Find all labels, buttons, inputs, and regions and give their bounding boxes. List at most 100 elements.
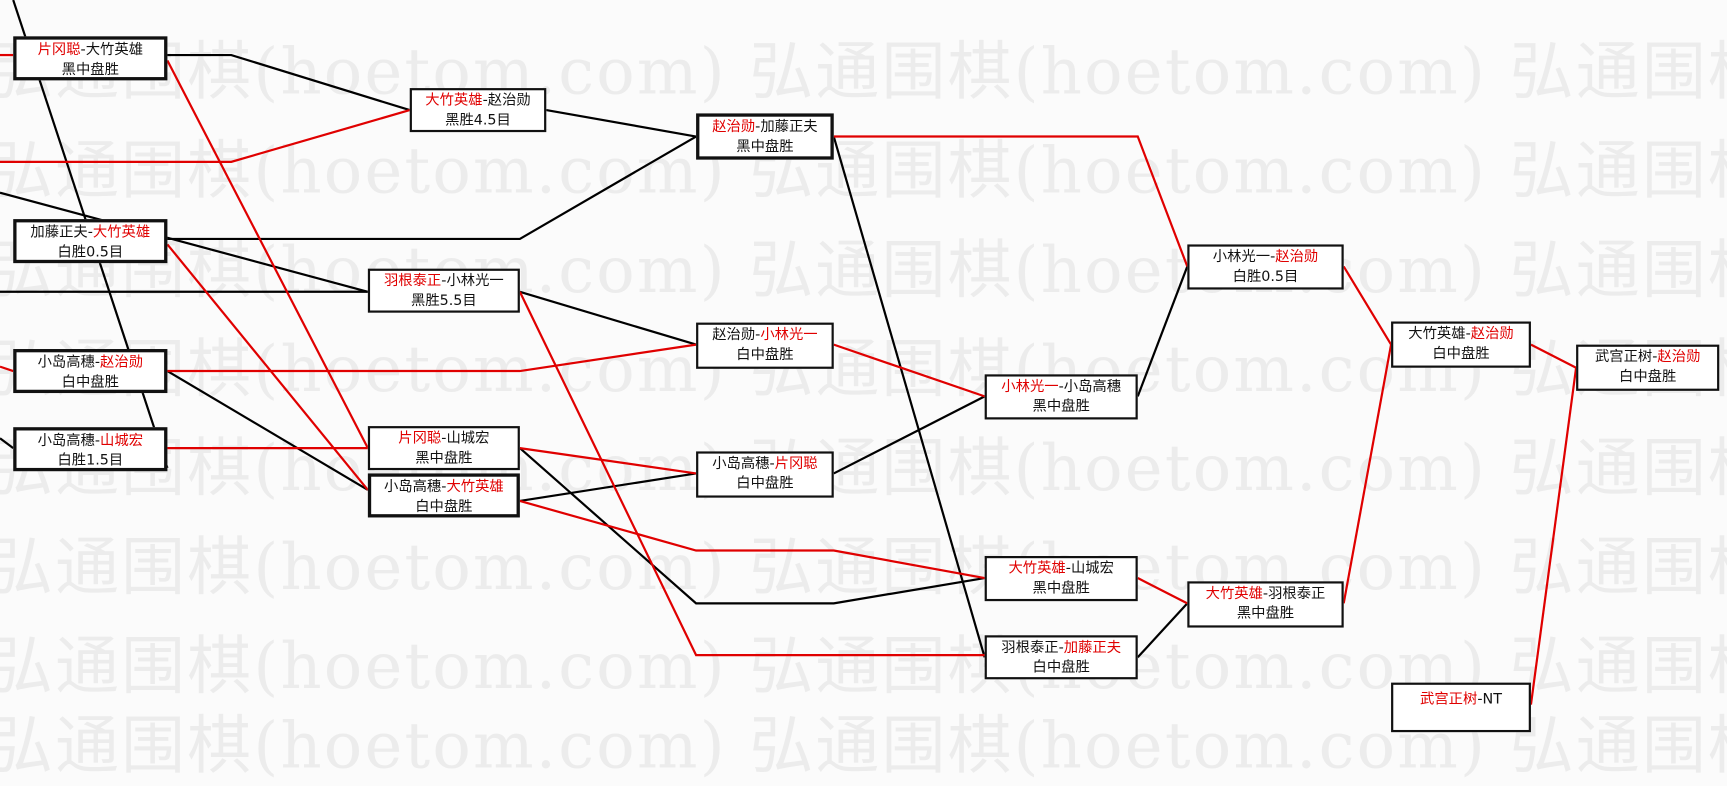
line-g-k — [519, 447, 697, 475]
line-p-q — [1342, 344, 1393, 604]
line-o-q — [1342, 265, 1393, 346]
game-box[interactable]: 小林光一-小岛高穗 黑中盘胜 — [984, 374, 1138, 420]
separator: - — [441, 273, 447, 290]
separator: - — [1058, 639, 1064, 657]
line-i-o — [833, 135, 1189, 267]
game-players: 武宫正树-赵治勋 — [1578, 348, 1717, 368]
player-2: 赵治勋 — [1275, 248, 1319, 266]
game-box[interactable]: 大竹英雄-羽根泰正 黑中盘胜 — [1187, 581, 1344, 628]
game-box[interactable]: 小岛高穗-大竹英雄 白中盘胜 — [367, 473, 520, 518]
game-box[interactable]: 赵治勋-加藤正夫 黑中盘胜 — [696, 113, 834, 160]
line-h-k — [519, 472, 697, 503]
game-result: 黑中盘胜 — [415, 450, 473, 467]
game-box[interactable]: 加藤正夫-大竹英雄 白胜0.5目 — [13, 219, 168, 264]
game-result: 白胜1.5目 — [57, 452, 124, 470]
game-box[interactable]: 大竹英雄-山城宏 黑中盘胜 — [984, 556, 1138, 602]
line-q-s — [1530, 343, 1577, 369]
separator: - — [87, 224, 93, 242]
game-players: 大竹英雄-羽根泰正 — [1190, 585, 1342, 605]
line-j-l — [833, 343, 986, 398]
game-result: 黑中盘胜 — [1236, 605, 1295, 623]
separator: - — [1262, 585, 1269, 603]
player-2: 山城宏 — [100, 432, 144, 450]
game-box[interactable]: 小岛高穗-山城宏 白胜1.5目 — [13, 427, 168, 472]
separator: - — [482, 92, 488, 109]
line-e-i — [546, 109, 697, 138]
game-box[interactable]: 武宫正树-NT — [1391, 682, 1531, 733]
line-i-n — [832, 136, 986, 658]
player-2: 山城宏 — [1070, 560, 1114, 577]
line-a-g — [166, 60, 369, 449]
game-players: 小岛高穗-赵治勋 — [17, 353, 165, 373]
separator: - — [1065, 560, 1071, 577]
player-1: 小林光一 — [1212, 248, 1271, 266]
game-players: 小岛高穗-大竹英雄 — [371, 478, 516, 498]
game-players: 加藤正夫-大竹英雄 — [17, 224, 165, 244]
line-m-p — [1137, 577, 1188, 605]
game-result: 黑中盘胜 — [1032, 580, 1090, 597]
separator: - — [1465, 325, 1471, 343]
separator: - — [755, 326, 761, 344]
game-result: 白中盘胜 — [736, 346, 794, 364]
player-1: 小岛高穗 — [712, 455, 770, 473]
player-1: 武宫正树 — [1420, 691, 1478, 708]
game-result: 白中盘胜 — [1032, 659, 1090, 677]
player-2: 大竹英雄 — [85, 41, 144, 59]
final-game-box[interactable]: 武宫正树-赵治勋 白中盘胜 — [1576, 344, 1720, 391]
game-box[interactable]: 小岛高穗-赵治勋 白中盘胜 — [13, 349, 168, 394]
separator: - — [1058, 378, 1064, 396]
player-1: 大竹英雄 — [425, 92, 483, 109]
separator: - — [1270, 248, 1276, 266]
game-box[interactable]: 小岛高穗-片冈聪 白中盘胜 — [696, 451, 834, 498]
game-box[interactable]: 羽根泰正-小林光一 黑胜5.5目 — [367, 268, 520, 313]
separator: - — [441, 430, 447, 448]
player-2: 加藤正夫 — [760, 118, 818, 136]
line-f-n — [518, 291, 985, 657]
line-b-h — [166, 243, 369, 491]
player-1: 加藤正夫 — [30, 224, 88, 242]
player-2: 小林光一 — [760, 326, 818, 344]
player-1: 大竹英雄 — [1205, 585, 1263, 603]
player-1: 羽根泰正 — [383, 273, 442, 290]
game-box[interactable]: 赵治勋-小林光一 白中盘胜 — [696, 322, 834, 369]
player-2: 小林光一 — [446, 273, 504, 290]
game-box[interactable]: 片冈聪-山城宏 黑中盘胜 — [367, 426, 520, 471]
player-1: 小岛高穗 — [37, 432, 95, 450]
game-box[interactable]: 大竹英雄-赵治勋 黑胜4.5目 — [409, 88, 547, 133]
game-players: 小岛高穗-山城宏 — [17, 432, 165, 452]
bracket-lines — [0, 0, 1578, 705]
player-2: 加藤正夫 — [1063, 639, 1122, 657]
player-1: 大竹英雄 — [1008, 560, 1066, 577]
game-box[interactable]: 大竹英雄-赵治勋 白中盘胜 — [1391, 321, 1531, 368]
game-result: 白中盘胜 — [1432, 345, 1490, 363]
player-1: 赵治勋 — [712, 118, 756, 136]
player-2: 大竹英雄 — [446, 478, 504, 496]
line-l-o — [1136, 266, 1189, 397]
game-players: 小林光一-赵治勋 — [1190, 248, 1342, 268]
line-r-s — [1529, 367, 1578, 705]
line-f-j — [519, 290, 697, 346]
game-players: 羽根泰正-加藤正夫 — [987, 639, 1136, 659]
player-2: 羽根泰正 — [1268, 585, 1326, 603]
game-box[interactable]: 片冈聪-大竹英雄 黑中盘胜 — [13, 36, 168, 81]
game-result: 白胜0.5目 — [57, 244, 124, 261]
game-result: 黑中盘胜 — [736, 138, 794, 156]
game-players: 赵治勋-小林光一 — [698, 326, 831, 346]
line-c-j — [167, 343, 697, 373]
watermark: 弘通围棋(hoetom.com) 弘通围棋(hoetom.com) 弘通围棋(h… — [0, 529, 1727, 605]
game-box[interactable]: 小林光一-赵治勋 白胜0.5目 — [1187, 244, 1344, 290]
game-players: 小林光一-小岛高穗 — [987, 378, 1136, 398]
separator: - — [80, 41, 86, 59]
line-in-e — [0, 109, 411, 163]
game-result: 白中盘胜 — [736, 475, 794, 493]
player-1: 羽根泰正 — [1001, 639, 1059, 657]
player-1: 片冈聪 — [37, 41, 81, 59]
line-h-m — [519, 499, 985, 580]
game-players: 大竹英雄-赵治勋 — [412, 91, 544, 111]
game-players: 片冈聪-大竹英雄 — [17, 41, 165, 61]
game-box[interactable]: 羽根泰正-加藤正夫 白中盘胜 — [984, 635, 1138, 680]
player-2: 小岛高穗 — [1063, 378, 1122, 396]
player-2: 赵治勋 — [1470, 325, 1514, 343]
player-2: NT — [1482, 691, 1502, 708]
